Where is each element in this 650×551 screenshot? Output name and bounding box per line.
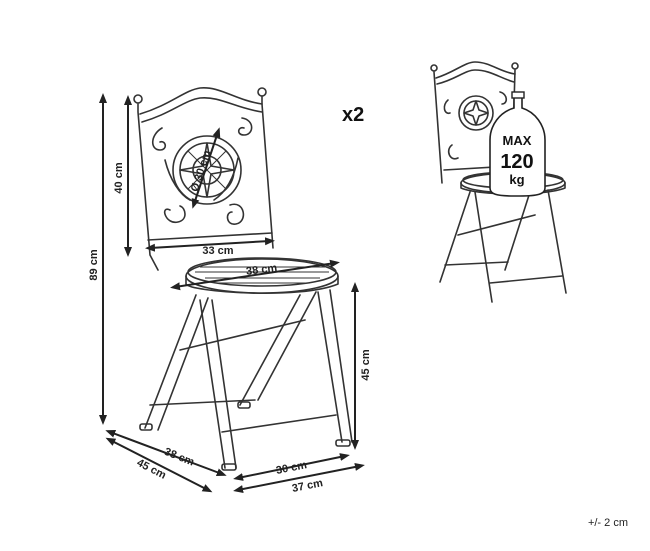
back-height-label: 40 cm bbox=[113, 162, 125, 193]
seat-diameter-line bbox=[170, 259, 340, 291]
main-chair-drawing bbox=[133, 87, 353, 471]
mosaic-diameter-line bbox=[191, 127, 221, 209]
depth-outer-line bbox=[105, 437, 213, 493]
max-load-line3: kg bbox=[509, 172, 524, 187]
max-load-badge: MAX 120 kg bbox=[489, 91, 546, 197]
width-inner-label: 30 cm bbox=[275, 459, 308, 477]
total-height-label: 89 cm bbox=[88, 249, 100, 280]
max-load-line2: 120 bbox=[500, 151, 533, 173]
max-load-line1: MAX bbox=[503, 133, 532, 148]
width-outer-line bbox=[233, 463, 365, 493]
quantity-label: x2 bbox=[342, 104, 364, 126]
tolerance-note: +/- 2 cm bbox=[588, 517, 628, 529]
seat-diameter-label: 38 cm bbox=[245, 262, 278, 278]
back-width-label: 33 cm bbox=[202, 245, 233, 257]
back-width-line bbox=[145, 237, 275, 252]
seat-height-label: 45 cm bbox=[360, 349, 372, 380]
width-outer-label: 37 cm bbox=[291, 477, 324, 495]
depth-inner-label: 38 cm bbox=[162, 446, 196, 469]
